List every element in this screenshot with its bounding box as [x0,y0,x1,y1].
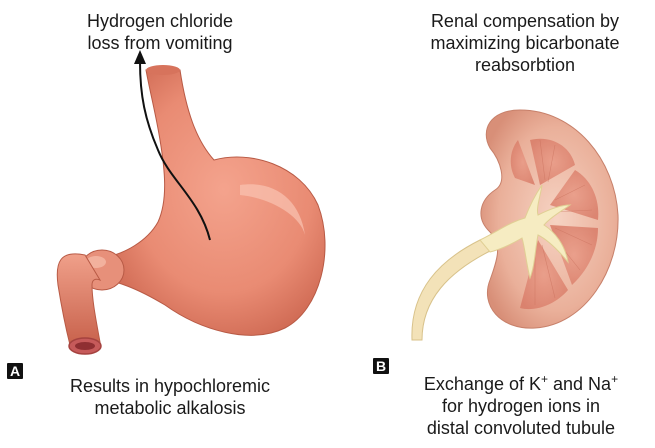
arrow-head [134,50,146,64]
ion-exchange-line2: for hydrogen ions in [390,395,652,417]
alkalosis-caption: Results in hypochloremic metabolic alkal… [50,375,290,419]
ion-exchange-caption: Exchange of K+ and Na+ for hydrogen ions… [390,368,652,439]
ion-exchange-line3: distal convoluted tubule [390,417,652,439]
ion-exchange-line1: Exchange of K+ and Na+ [390,368,652,395]
panel-label-a: A [7,363,23,379]
panel-label-b: B [373,358,389,374]
ureter [412,240,492,340]
